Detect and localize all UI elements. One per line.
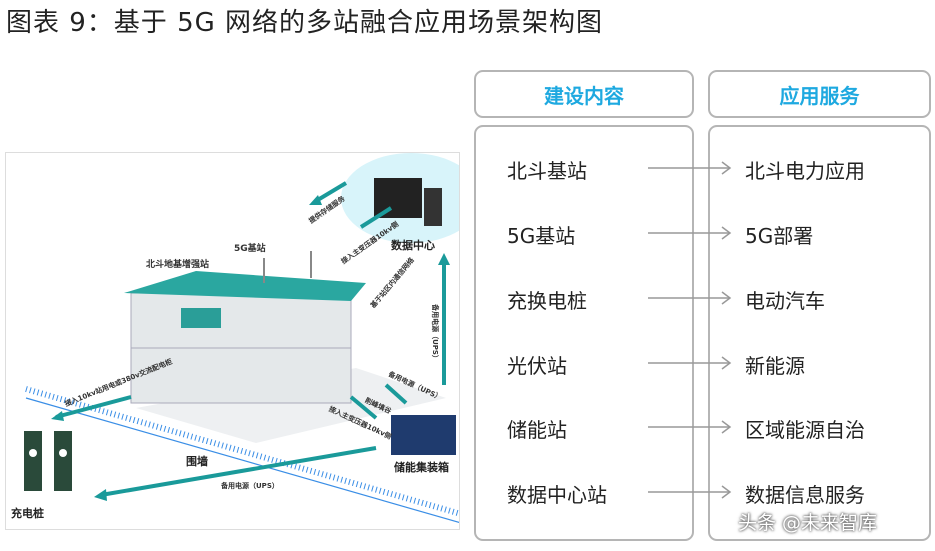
label-charging-pile: 充电桩 xyxy=(11,507,44,520)
scenario-illustration: 北斗地基增强站 5G基站 数据中心 提供存储服务 接入主变压器10kv侧 基于站… xyxy=(5,152,460,530)
charging-pile-icon xyxy=(24,431,72,491)
service-item: 新能源 xyxy=(745,354,805,378)
construction-header: 建设内容 xyxy=(474,70,694,118)
construction-item: 储能站 xyxy=(507,418,567,442)
label-storage-container: 储能集装箱 xyxy=(394,461,449,474)
label-5g-station: 5G基站 xyxy=(234,244,266,254)
label-fence: 围墙 xyxy=(186,455,208,468)
arrowheads-icon xyxy=(51,195,450,501)
label-backup-power-bottom: 备用电源（UPS） xyxy=(221,482,279,490)
building-floor xyxy=(136,368,446,443)
construction-item: 5G基站 xyxy=(507,224,576,248)
fence-line-icon xyxy=(25,386,459,524)
construction-item: 光伏站 xyxy=(507,354,567,378)
service-item: 北斗电力应用 xyxy=(745,159,865,183)
label-data-center: 数据中心 xyxy=(391,239,435,252)
service-item: 5G部署 xyxy=(745,224,814,248)
construction-item: 充换电桩 xyxy=(507,289,587,313)
figure-title: 图表 9：基于 5G 网络的多站融合应用场景架构图 xyxy=(6,8,604,38)
substation-building-icon xyxy=(124,271,366,404)
label-backup-power-right: 备用电源（UPS） xyxy=(430,304,439,362)
flow-arrows-icon xyxy=(55,181,446,497)
service-item: 电动汽车 xyxy=(745,289,825,313)
construction-item: 北斗基站 xyxy=(507,159,587,183)
services-header: 应用服务 xyxy=(708,70,931,118)
service-item: 数据信息服务 xyxy=(745,483,865,507)
service-item: 区域能源自治 xyxy=(745,418,865,442)
services-panel xyxy=(708,125,931,541)
illustration-graphic xyxy=(24,153,459,524)
construction-panel xyxy=(474,125,694,541)
antenna-icon xyxy=(263,251,312,283)
watermark: 头条 @未来智库 xyxy=(738,512,878,534)
storage-container-icon xyxy=(391,415,456,455)
label-beidou-station: 北斗地基增强站 xyxy=(146,260,210,270)
construction-item: 数据中心站 xyxy=(507,483,607,507)
